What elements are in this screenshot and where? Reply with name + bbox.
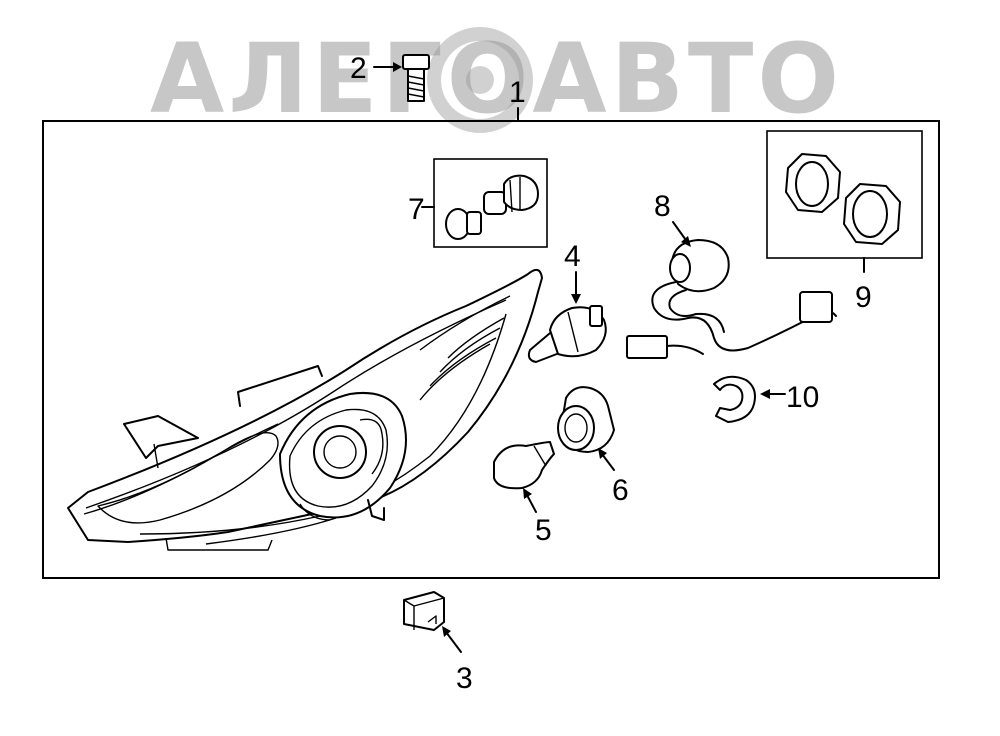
callout-8: 8 [654, 190, 671, 223]
watermark: АЛЕГОАВТО [150, 23, 843, 135]
callout-4: 4 [564, 240, 581, 273]
callout-1: 1 [509, 76, 526, 109]
callout-9: 9 [855, 281, 872, 314]
watermark-text: АЛЕГОАВТО [150, 23, 843, 135]
clip-part-10 [713, 375, 756, 423]
bulb-pair-part-7 [433, 158, 548, 248]
callout-6: 6 [612, 474, 629, 507]
callout-7: 7 [408, 193, 425, 226]
bulb-part-5 [493, 441, 555, 490]
callout-5: 5 [535, 514, 552, 547]
socket-pair-part-9 [766, 130, 923, 259]
headlamp-bulb-part-4 [527, 305, 607, 363]
headlamp-assembly-part-1 [67, 268, 543, 551]
clip-part-3 [403, 591, 445, 631]
socket-harness-part-8 [626, 239, 837, 359]
bolt-part [373, 54, 430, 102]
callout-3: 3 [456, 662, 473, 695]
callout-2: 2 [350, 52, 367, 85]
watermark-gear-icon [427, 27, 533, 133]
callout-10: 10 [786, 381, 819, 414]
socket-part-6 [557, 386, 615, 453]
assembly-frame [42, 120, 940, 579]
